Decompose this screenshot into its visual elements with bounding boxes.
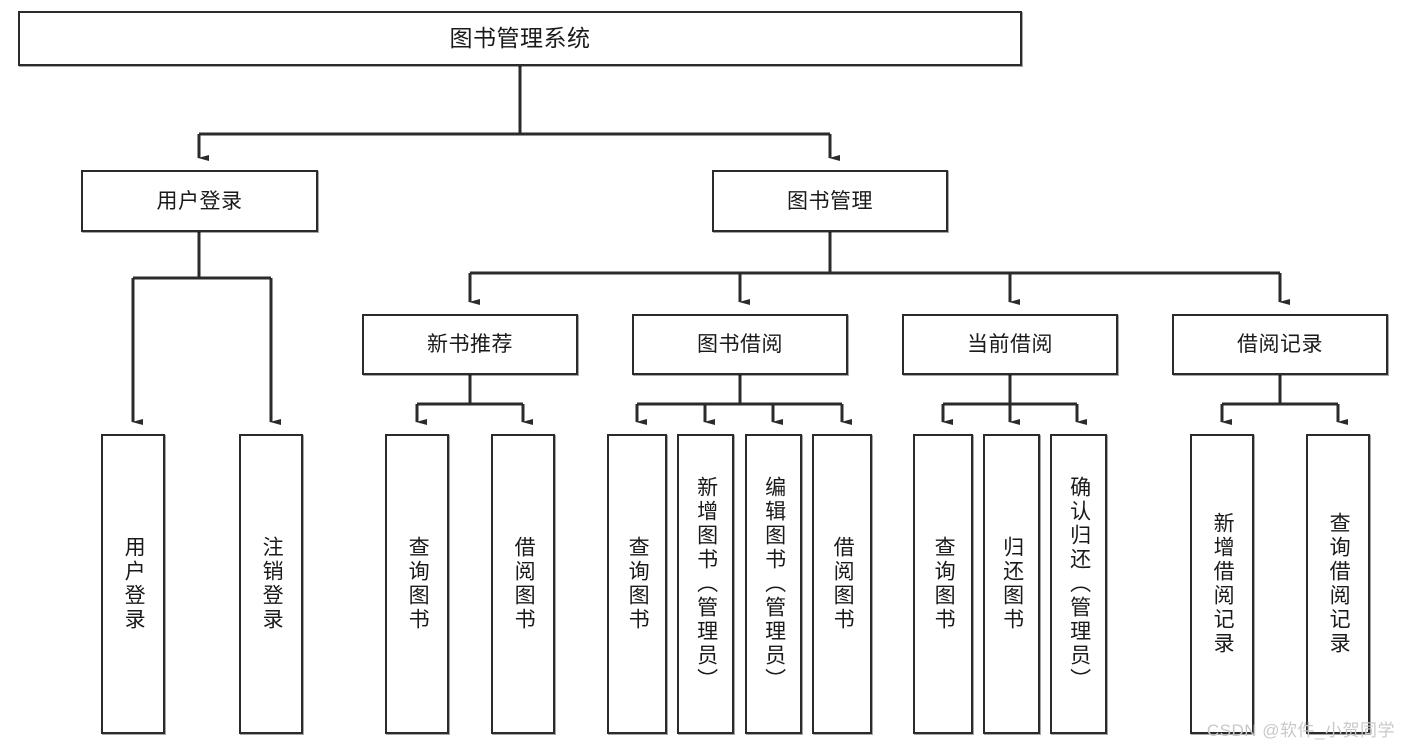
leaf-return-book-label: 归还图书 [1000, 536, 1024, 632]
leaf-query-book-1-label: 查询图书 [406, 536, 430, 632]
leaf-user-login-label: 用户登录 [122, 536, 146, 632]
leaf-borrow-book-1-label: 借阅图书 [512, 536, 536, 632]
leaf-borrow-book-1[interactable]: 借阅图书 [491, 434, 555, 734]
node-root[interactable]: 图书管理系统 [18, 11, 1022, 66]
leaf-user-login[interactable]: 用户登录 [101, 434, 165, 734]
leaf-query-book-2-label: 查询图书 [626, 536, 650, 632]
node-borrow-record[interactable]: 借阅记录 [1172, 314, 1388, 375]
leaf-add-record[interactable]: 新增借阅记录 [1190, 434, 1254, 734]
node-user-login-label: 用户登录 [156, 189, 243, 213]
leaf-edit-book[interactable]: 编辑图书（管理员） [745, 434, 802, 734]
leaf-query-book-3-label: 查询图书 [932, 536, 956, 632]
node-book-borrow-label: 图书借阅 [697, 333, 783, 356]
leaf-borrow-book-2-label: 借阅图书 [831, 536, 855, 632]
node-book-management[interactable]: 图书管理 [712, 170, 948, 232]
leaf-add-book[interactable]: 新增图书（管理员） [677, 434, 734, 734]
node-new-book-recommend-label: 新书推荐 [427, 333, 513, 356]
node-book-management-label: 图书管理 [787, 189, 873, 213]
leaf-user-logout-label: 注销登录 [260, 536, 284, 632]
leaf-confirm-return[interactable]: 确认归还（管理员） [1050, 434, 1107, 734]
node-current-borrow-label: 当前借阅 [967, 333, 1053, 356]
leaf-query-record[interactable]: 查询借阅记录 [1306, 434, 1370, 734]
leaf-query-book-3[interactable]: 查询图书 [913, 434, 973, 734]
leaf-return-book[interactable]: 归还图书 [983, 434, 1040, 734]
node-root-label: 图书管理系统 [449, 25, 591, 51]
leaf-add-record-label: 新增借阅记录 [1211, 512, 1235, 656]
node-current-borrow[interactable]: 当前借阅 [902, 314, 1118, 375]
node-new-book-recommend[interactable]: 新书推荐 [362, 314, 578, 375]
leaf-confirm-return-label: 确认归还（管理员） [1067, 476, 1091, 692]
leaf-add-book-label: 新增图书（管理员） [694, 476, 718, 692]
leaf-query-book-2[interactable]: 查询图书 [607, 434, 667, 734]
node-book-borrow[interactable]: 图书借阅 [632, 314, 848, 375]
node-user-login[interactable]: 用户登录 [81, 170, 318, 232]
leaf-query-book-1[interactable]: 查询图书 [385, 434, 449, 734]
leaf-borrow-book-2[interactable]: 借阅图书 [812, 434, 872, 734]
leaf-edit-book-label: 编辑图书（管理员） [762, 476, 786, 692]
leaf-query-record-label: 查询借阅记录 [1327, 512, 1351, 656]
leaf-user-logout[interactable]: 注销登录 [239, 434, 303, 734]
node-borrow-record-label: 借阅记录 [1237, 333, 1323, 356]
